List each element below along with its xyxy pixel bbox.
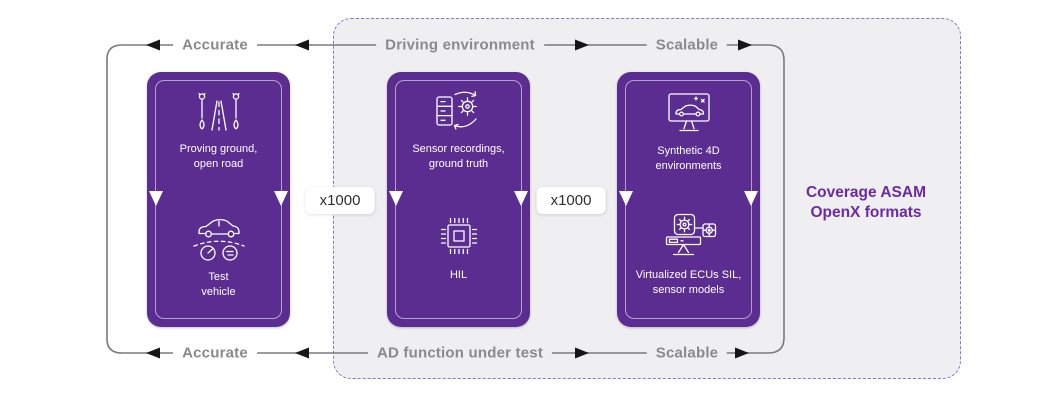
- arrow-left-icon: [146, 39, 160, 51]
- down-arrow-icon: [149, 191, 163, 206]
- left-bracket-line: [106, 44, 123, 354]
- axis-label-accurate-top: Accurate: [173, 36, 257, 54]
- coverage-note: Coverage ASAM OpenX formats: [786, 183, 946, 224]
- down-arrow-icon: [514, 191, 528, 206]
- card-proving-ground-test-vehicle: Proving ground, open road Test vehicle: [147, 72, 290, 327]
- multiplier-badge-2: x1000: [536, 187, 606, 214]
- axis-label-accurate-bottom: Accurate: [173, 344, 257, 362]
- down-arrow-icon: [619, 191, 633, 206]
- road-streetlights-icon: [191, 89, 247, 135]
- multiplier-badge-1: x1000: [305, 187, 375, 214]
- card-label-line: sensor models: [652, 283, 725, 296]
- synthetic-environment-monitor-icon: [661, 89, 717, 137]
- card-label-line: Sensor recordings,: [412, 143, 505, 155]
- axis-label-driving-environment: Driving environment: [376, 36, 544, 54]
- card-label-line: Synthetic 4D: [657, 145, 720, 157]
- card-synthetic-environments-sil: Synthetic 4D environments: [617, 72, 760, 327]
- card-label-line: vehicle: [201, 285, 236, 298]
- arrow-left-icon: [295, 347, 309, 359]
- card-sensor-recordings-hil: Sensor recordings, ground truth HIL: [387, 72, 530, 327]
- test-vehicle-gauges-icon: [189, 211, 249, 263]
- coverage-note-line: Coverage ASAM: [805, 184, 926, 201]
- sensor-recordings-gear-icon: [430, 89, 488, 135]
- arrow-left-icon: [295, 39, 309, 51]
- down-arrow-icon: [274, 191, 288, 206]
- axis-label-ad-function-under-test: AD function under test: [367, 344, 553, 362]
- down-arrow-icon: [389, 191, 403, 206]
- coverage-note-line: OpenX formats: [810, 204, 922, 222]
- card-label-line: ground truth: [428, 157, 489, 170]
- card-label-line: Virtualized ECUs SIL,: [635, 269, 742, 281]
- down-arrow-icon: [744, 191, 758, 206]
- card-label-line: Proving ground,: [179, 143, 258, 155]
- axis-label-scalable-bottom: Scalable: [646, 344, 728, 362]
- hil-chip-icon: [433, 211, 485, 261]
- card-label-line: environments: [655, 159, 722, 172]
- card-label-line: open road: [193, 157, 244, 170]
- card-label-line: Test: [208, 271, 229, 283]
- arrow-left-icon: [146, 347, 160, 359]
- virtualized-ecu-sil-icon: [659, 211, 719, 261]
- card-label-line: HIL: [449, 269, 468, 281]
- axis-label-scalable-top: Scalable: [646, 36, 728, 54]
